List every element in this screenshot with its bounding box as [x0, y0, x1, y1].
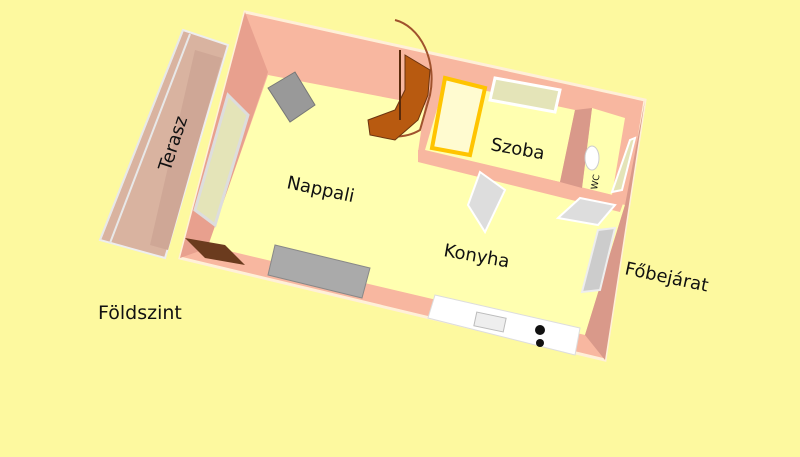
wc-label: WC — [590, 174, 602, 191]
partition-wall — [418, 150, 625, 212]
door — [555, 196, 617, 227]
level-label: Földszint — [98, 302, 182, 324]
door — [466, 170, 507, 235]
spiral-stairs — [367, 19, 433, 141]
armchair — [267, 71, 316, 123]
window — [193, 92, 250, 228]
wc-floor — [582, 108, 625, 195]
terrace — [98, 28, 230, 260]
stove-burner — [536, 339, 544, 347]
window — [580, 226, 617, 294]
tv-stand — [185, 238, 245, 265]
bed — [429, 75, 488, 158]
entrance-label: Főbejárat — [623, 258, 710, 296]
right-wall-shade — [585, 100, 645, 360]
wc-wall — [560, 108, 592, 188]
sofa — [267, 244, 371, 299]
sink — [473, 311, 507, 333]
window — [610, 136, 637, 194]
toilet — [584, 145, 600, 171]
stove-burner — [535, 325, 545, 335]
window — [488, 76, 562, 114]
